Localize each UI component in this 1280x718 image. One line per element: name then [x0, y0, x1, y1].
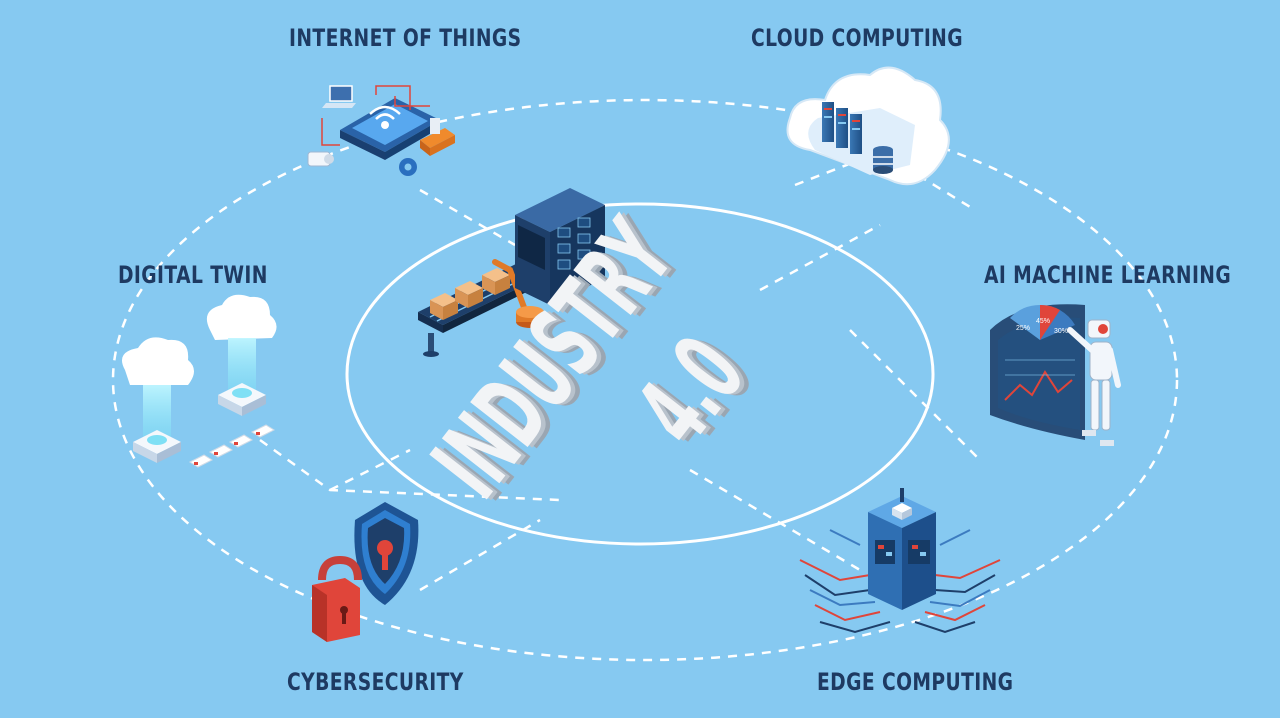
gauge-label-right: 30%	[1054, 328, 1068, 335]
label-cloud-computing: CLOUD COMPUTING	[751, 24, 963, 52]
outer-dashed-ring	[111, 98, 1179, 662]
ai-illustration: 25% 45% 30%	[990, 304, 1121, 446]
industry-title: INDUSTRY INDUSTRY INDUSTRY 4.0 4.0 4.0	[411, 199, 776, 520]
inner-ring	[345, 202, 935, 546]
iot-illustration	[307, 85, 455, 176]
digital-twin-illustration	[121, 294, 277, 468]
label-digital-twin: DIGITAL TWIN	[118, 261, 268, 289]
robot-icon	[1067, 319, 1121, 446]
label-ai-machine-learning: AI MACHINE LEARNING	[984, 261, 1232, 289]
label-cybersecurity: CYBERSECURITY	[287, 668, 464, 696]
label-internet-of-things: INTERNET OF THINGS	[289, 24, 522, 52]
gauge-label-mid: 45%	[1036, 318, 1050, 325]
edge-computing-illustration	[799, 488, 1001, 634]
cloud-computing-illustration	[786, 66, 950, 186]
conveyor-boxes	[430, 268, 510, 320]
label-edge-computing: EDGE COMPUTING	[817, 668, 1014, 696]
cybersecurity-illustration	[312, 502, 419, 642]
factory-machine-illustration	[418, 188, 605, 357]
gauge-label-left: 25%	[1016, 325, 1030, 332]
server-racks	[822, 102, 862, 154]
